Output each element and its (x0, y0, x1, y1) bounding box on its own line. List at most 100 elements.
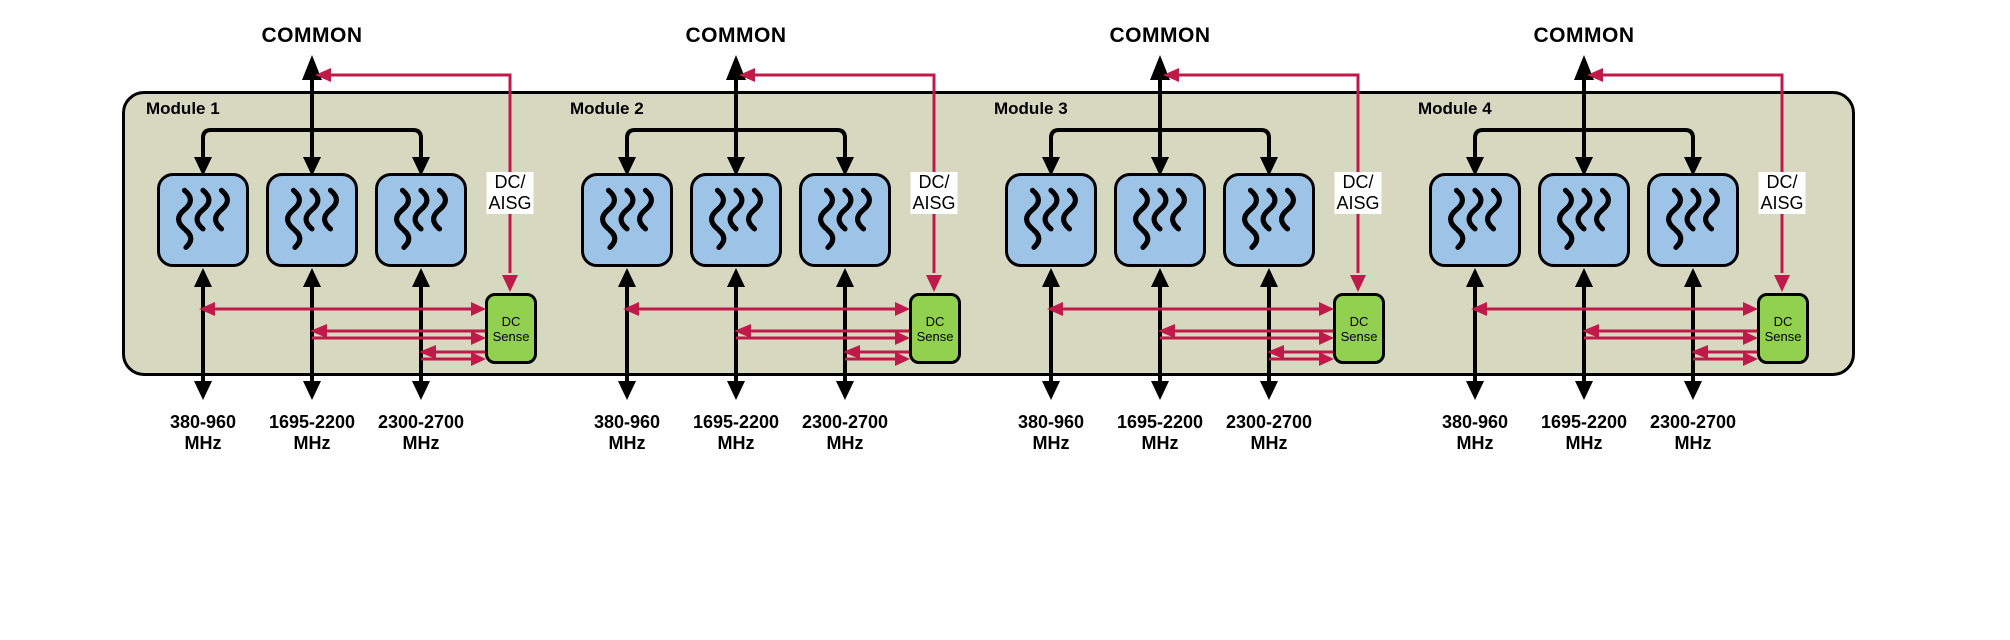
dc-sense-lines (1047, 302, 1334, 366)
port-label-low: 380-960 MHz (1018, 412, 1084, 454)
filter-box-mid (266, 173, 358, 267)
port-label-low: 380-960 MHz (1442, 412, 1508, 454)
module-label: Module 1 (146, 99, 220, 118)
port-unit: MHz (293, 433, 331, 453)
filter-box-low (1005, 173, 1097, 267)
port-unit: MHz (1565, 433, 1603, 453)
dc-sense-line2: Sense (1764, 328, 1802, 344)
filter-box-mid (1538, 173, 1630, 267)
dc-aisg-label: DC/ AISG (1758, 172, 1806, 214)
filter-box-low (581, 173, 673, 267)
module-label: Module 4 (1418, 99, 1492, 118)
port-unit: MHz (184, 433, 222, 453)
filter-box-low (157, 173, 249, 267)
port-range: 1695-2200 (1116, 412, 1204, 432)
common-arrow (1574, 55, 1594, 130)
dc-aisg-line1: DC/ (1342, 172, 1374, 192)
filter-box-high (799, 173, 891, 267)
port-arrows (1466, 268, 1702, 400)
port-range: 380-960 (1017, 412, 1085, 432)
filter-box-high (375, 173, 467, 267)
dc-aisg-line2: AISG (1336, 193, 1380, 213)
dc-aisg-line1: DC/ (1766, 172, 1798, 192)
port-unit: MHz (1141, 433, 1179, 453)
dc-sense-box: DC Sense (485, 293, 537, 364)
port-label-high: 2300-2700 MHz (802, 412, 888, 454)
filter-box-high (1223, 173, 1315, 267)
filter-icon (176, 187, 230, 250)
dc-sense-lines (199, 302, 486, 366)
port-unit: MHz (608, 433, 646, 453)
filter-icon (600, 187, 654, 250)
splitter-lines (618, 128, 854, 176)
port-range: 2300-2700 (1649, 412, 1737, 432)
dc-sense-box: DC Sense (1757, 293, 1809, 364)
port-label-high: 2300-2700 MHz (1650, 412, 1736, 454)
filter-icon (1024, 187, 1078, 250)
port-range: 380-960 (593, 412, 661, 432)
module-wiring (618, 55, 942, 400)
filter-icon (1242, 187, 1296, 250)
port-unit: MHz (1250, 433, 1288, 453)
splitter-lines (1466, 128, 1702, 176)
port-label-mid: 1695-2200 MHz (693, 412, 779, 454)
filter-box-mid (690, 173, 782, 267)
filter-icon (709, 187, 763, 250)
port-label-low: 380-960 MHz (594, 412, 660, 454)
dc-aisg-label: DC/ AISG (1334, 172, 1382, 214)
dc-aisg-label: DC/ AISG (486, 172, 534, 214)
common-arrow (1150, 55, 1170, 130)
port-label-low: 380-960 MHz (170, 412, 236, 454)
dc-aisg-label: DC/ AISG (910, 172, 958, 214)
dc-aisg-line2: AISG (1760, 193, 1804, 213)
dc-aisg-line1: DC/ (494, 172, 526, 192)
filter-icon (818, 187, 872, 250)
filter-icon (394, 187, 448, 250)
common-port-label: COMMON (1533, 24, 1635, 47)
port-unit: MHz (1456, 433, 1494, 453)
dc-sense-line1: DC (1773, 313, 1793, 329)
module-label: Module 3 (994, 99, 1068, 118)
port-range: 1695-2200 (692, 412, 780, 432)
filter-icon (1666, 187, 1720, 250)
filter-icon (1133, 187, 1187, 250)
port-label-mid: 1695-2200 MHz (1117, 412, 1203, 454)
module-label: Module 2 (570, 99, 644, 118)
dc-sense-lines (1471, 302, 1758, 366)
port-unit: MHz (1674, 433, 1712, 453)
filter-box-mid (1114, 173, 1206, 267)
module-4: COMMON Module 4 (1408, 0, 1832, 470)
port-unit: MHz (1032, 433, 1070, 453)
module-2: COMMON Module 2 (560, 0, 984, 470)
module-wiring (1466, 55, 1790, 400)
common-port-label: COMMON (1109, 24, 1211, 47)
dc-aisg-line2: AISG (488, 193, 532, 213)
module-3: COMMON Module 3 (984, 0, 1408, 470)
splitter-lines (1042, 128, 1278, 176)
dc-sense-line1: DC (925, 313, 945, 329)
port-arrows (1042, 268, 1278, 400)
dc-aisg-line2: AISG (912, 193, 956, 213)
dc-sense-line2: Sense (492, 328, 530, 344)
dc-sense-lines (623, 302, 910, 366)
port-unit: MHz (402, 433, 440, 453)
port-range: 2300-2700 (1225, 412, 1313, 432)
common-arrow (302, 55, 322, 130)
common-port-label: COMMON (685, 24, 787, 47)
dc-sense-line2: Sense (1340, 328, 1378, 344)
port-arrows (194, 268, 430, 400)
dc-sense-box: DC Sense (909, 293, 961, 364)
port-label-mid: 1695-2200 MHz (1541, 412, 1627, 454)
common-arrow (726, 55, 746, 130)
port-label-high: 2300-2700 MHz (378, 412, 464, 454)
port-arrows (618, 268, 854, 400)
module-wiring (1042, 55, 1366, 400)
dc-sense-line2: Sense (916, 328, 954, 344)
filter-icon (285, 187, 339, 250)
filter-icon (1448, 187, 1502, 250)
splitter-lines (194, 128, 430, 176)
port-label-high: 2300-2700 MHz (1226, 412, 1312, 454)
port-range: 380-960 (169, 412, 237, 432)
dc-aisg-line1: DC/ (918, 172, 950, 192)
